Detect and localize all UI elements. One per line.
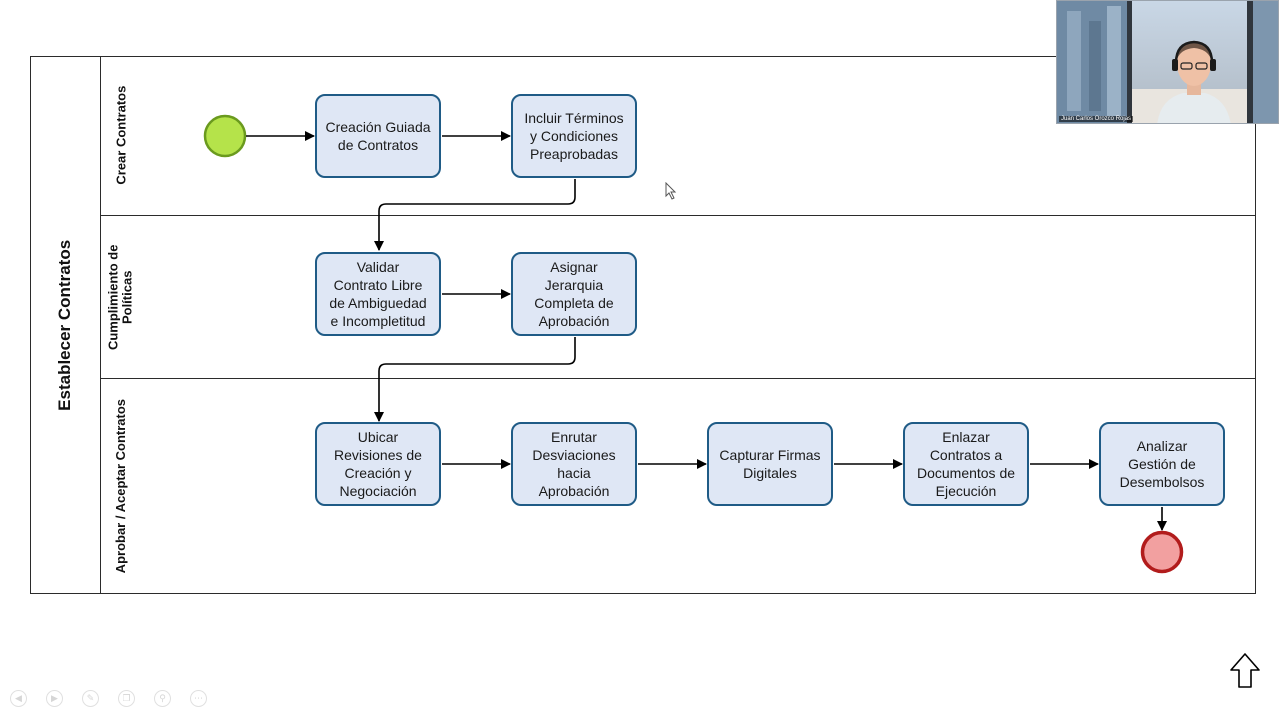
arrow-up-icon[interactable] bbox=[1228, 652, 1262, 690]
pool-border bbox=[30, 56, 1256, 594]
task-analizar-gestion[interactable]: Analizar Gestión de Desembolsos bbox=[1099, 422, 1225, 506]
task-creacion-guiada[interactable]: Creación Guiada de Contratos bbox=[315, 94, 441, 178]
flow-incluir-to-validar bbox=[374, 179, 576, 251]
webcam-participant-name: Juan Carlos Orozco Rojas bbox=[1059, 116, 1134, 122]
zoom-icon[interactable]: ⚲ bbox=[154, 690, 171, 707]
lane-cumplimiento-politicas: Cumplimiento de Políticas bbox=[101, 216, 1256, 379]
copy-icon[interactable]: ❐ bbox=[118, 690, 135, 707]
task-incluir-terminos[interactable]: Incluir Términos y Condiciones Preaproba… bbox=[511, 94, 637, 178]
start-event[interactable] bbox=[203, 114, 247, 158]
next-icon[interactable]: ▶ bbox=[46, 690, 63, 707]
pen-icon[interactable]: ✎ bbox=[82, 690, 99, 707]
task-enlazar-contratos[interactable]: Enlazar Contratos a Documentos de Ejecuc… bbox=[903, 422, 1029, 506]
mouse-pointer-icon bbox=[665, 182, 677, 200]
webcam-video[interactable]: Juan Carlos Orozco Rojas bbox=[1056, 0, 1279, 124]
task-validar-contrato[interactable]: Validar Contrato Libre de Ambiguedad e I… bbox=[315, 252, 441, 336]
task-asignar-jerarquia[interactable]: Asignar Jerarquia Completa de Aprobación bbox=[511, 252, 637, 336]
lane-crear-contratos: Crear Contratos bbox=[101, 56, 1256, 216]
task-ubicar-revisiones[interactable]: Ubicar Revisiones de Creación y Negociac… bbox=[315, 422, 441, 506]
task-enrutar-desviaciones[interactable]: Enrutar Desviaciones hacia Aprobación bbox=[511, 422, 637, 506]
end-event[interactable] bbox=[1140, 530, 1184, 574]
more-icon[interactable]: ⋯ bbox=[190, 690, 207, 707]
previous-icon[interactable]: ◀ bbox=[10, 690, 27, 707]
slide-toolbar: ◀ ▶ ✎ ❐ ⚲ ⋯ bbox=[10, 690, 207, 707]
pool-header: Establecer Contratos bbox=[30, 56, 101, 594]
task-capturar-firmas[interactable]: Capturar Firmas Digitales bbox=[707, 422, 833, 506]
webcam-feed bbox=[1057, 1, 1278, 123]
flow-asignar-to-ubicar bbox=[374, 337, 576, 422]
